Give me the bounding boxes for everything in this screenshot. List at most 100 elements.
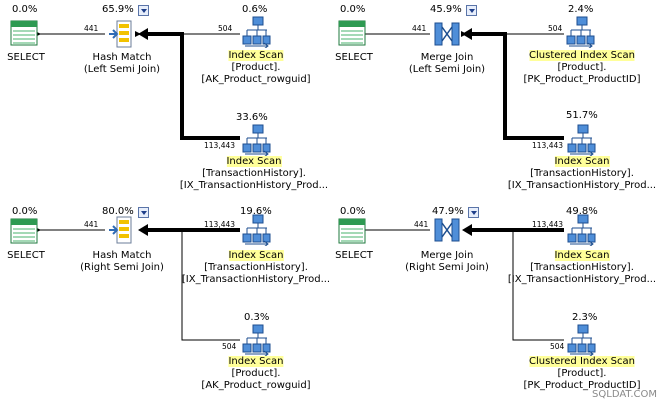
top-scan-table: [TransactionHistory]. [530, 262, 634, 273]
index-scan-icon[interactable] [241, 124, 271, 156]
top-scan-label: Index Scan [TransactionHistory]. [IX_Tra… [508, 250, 656, 286]
top-scan-row-count: 113,443 [532, 220, 564, 229]
join-type: (Left Semi Join) [83, 64, 161, 75]
index-scan-icon[interactable] [241, 16, 271, 48]
bottom-scan-op: Index Scan [228, 356, 284, 367]
index-scan-icon[interactable] [241, 324, 271, 356]
bottom-scan-index: [PK_Product_ProductID] [523, 380, 641, 391]
merge-join-icon[interactable] [432, 215, 462, 245]
top-scan-op: Clustered Index Scan [529, 50, 635, 61]
clustered-index-scan-icon[interactable] [566, 324, 596, 356]
bottom-scan-op: Index Scan [554, 156, 610, 167]
bottom-scan-table: [Product]. [557, 368, 607, 379]
top-scan-table: [Product]. [557, 62, 607, 73]
top-scan-label: Index Scan [TransactionHistory]. [IX_Tra… [182, 250, 330, 286]
select-cost: 0.0% [340, 4, 366, 15]
select-cost: 0.0% [12, 206, 38, 217]
bottom-scan-cost: 51.7% [566, 110, 598, 121]
join-row-count: 441 [412, 24, 427, 33]
top-scan-table: [Product]. [231, 62, 281, 73]
join-label: Merge Join (Left Semi Join) [409, 52, 485, 76]
join-label: Hash Match (Left Semi Join) [84, 52, 160, 76]
plan1-edge-bottom [148, 32, 240, 140]
top-scan-row-count: 113,443 [204, 220, 236, 229]
select-icon[interactable] [338, 20, 366, 46]
bottom-scan-label: Clustered Index Scan [Product]. [PK_Prod… [523, 356, 641, 392]
join-type: (Right Semi Join) [405, 262, 489, 273]
index-scan-icon[interactable] [566, 124, 596, 156]
select-cost: 0.0% [340, 206, 366, 217]
merge-join-icon[interactable] [432, 19, 462, 49]
top-scan-cost: 0.6% [242, 4, 268, 15]
bottom-scan-op: Index Scan [226, 156, 282, 167]
join-cost: 80.0% [102, 206, 134, 217]
chevron-down-icon[interactable] [466, 5, 477, 16]
chevron-down-icon[interactable] [138, 5, 149, 16]
top-scan-row-count: 504 [548, 24, 563, 33]
join-label: Merge Join (Right Semi Join) [405, 250, 489, 274]
watermark: SQLDAT.COM [592, 389, 657, 400]
join-name: Merge Join [420, 52, 474, 63]
join-type: (Left Semi Join) [408, 64, 486, 75]
join-name: Hash Match [92, 52, 152, 63]
select-icon[interactable] [10, 218, 38, 244]
clustered-index-scan-icon[interactable] [565, 16, 595, 48]
top-scan-label: Index Scan [Product]. [AK_Product_rowgui… [201, 50, 311, 86]
top-scan-op: Index Scan [228, 50, 284, 61]
select-label: SELECT [335, 250, 373, 261]
bottom-scan-op: Clustered Index Scan [529, 356, 635, 367]
hash-match-icon[interactable] [107, 19, 137, 49]
select-label: SELECT [7, 52, 45, 63]
top-scan-cost: 19.6% [240, 206, 272, 217]
join-cost: 45.9% [430, 4, 462, 15]
bottom-scan-cost: 0.3% [244, 312, 270, 323]
bottom-scan-row-count: 113,443 [204, 141, 236, 150]
top-scan-row-count: 504 [218, 24, 233, 33]
index-scan-icon[interactable] [241, 214, 271, 246]
bottom-scan-index: [IX_TransactionHistory_Prod... [179, 180, 329, 191]
join-row-count: 441 [414, 220, 429, 229]
select-label: SELECT [335, 52, 373, 63]
bottom-scan-table: [TransactionHistory]. [202, 168, 306, 179]
bottom-scan-label: Index Scan [TransactionHistory]. [IX_Tra… [180, 156, 328, 192]
top-scan-label: Clustered Index Scan [Product]. [PK_Prod… [523, 50, 641, 86]
bottom-scan-row-count: 504 [550, 342, 565, 351]
select-icon[interactable] [338, 218, 366, 244]
top-scan-cost: 49.8% [566, 206, 598, 217]
select-label: SELECT [7, 250, 45, 261]
top-scan-index: [IX_TransactionHistory_Prod... [181, 274, 331, 285]
bottom-scan-row-count: 113,443 [532, 141, 564, 150]
top-scan-op: Index Scan [228, 250, 284, 261]
hash-match-icon[interactable] [107, 215, 137, 245]
select-cost: 0.0% [12, 4, 38, 15]
bottom-scan-cost: 33.6% [236, 112, 268, 123]
join-label: Hash Match (Right Semi Join) [80, 250, 164, 274]
top-scan-table: [TransactionHistory]. [204, 262, 308, 273]
top-scan-index: [PK_Product_ProductID] [523, 74, 641, 85]
join-type: (Right Semi Join) [80, 262, 164, 273]
top-scan-index: [AK_Product_rowguid] [201, 74, 311, 85]
plan2-edge-bottom [472, 32, 564, 140]
join-name: Hash Match [92, 250, 152, 261]
plan4-edge-bottom [512, 230, 564, 341]
join-cost: 65.9% [102, 4, 134, 15]
bottom-scan-index: [AK_Product_rowguid] [201, 380, 311, 391]
index-scan-icon[interactable] [566, 214, 596, 246]
plan3-edge-bottom [181, 230, 240, 341]
bottom-scan-cost: 2.3% [572, 312, 598, 323]
bottom-scan-label: Index Scan [Product]. [AK_Product_rowgui… [201, 356, 311, 392]
bottom-scan-label: Index Scan [TransactionHistory]. [IX_Tra… [508, 156, 656, 192]
top-scan-index: [IX_TransactionHistory_Prod... [507, 274, 657, 285]
join-row-count: 441 [84, 220, 99, 229]
bottom-scan-table: [TransactionHistory]. [530, 168, 634, 179]
select-icon[interactable] [10, 20, 38, 46]
bottom-scan-table: [Product]. [231, 368, 281, 379]
top-scan-cost: 2.4% [568, 4, 594, 15]
chevron-down-icon[interactable] [138, 207, 149, 218]
bottom-scan-index: [IX_TransactionHistory_Prod... [507, 180, 657, 191]
join-name: Merge Join [420, 250, 474, 261]
join-row-count: 441 [84, 24, 99, 33]
chevron-down-icon[interactable] [468, 207, 479, 218]
